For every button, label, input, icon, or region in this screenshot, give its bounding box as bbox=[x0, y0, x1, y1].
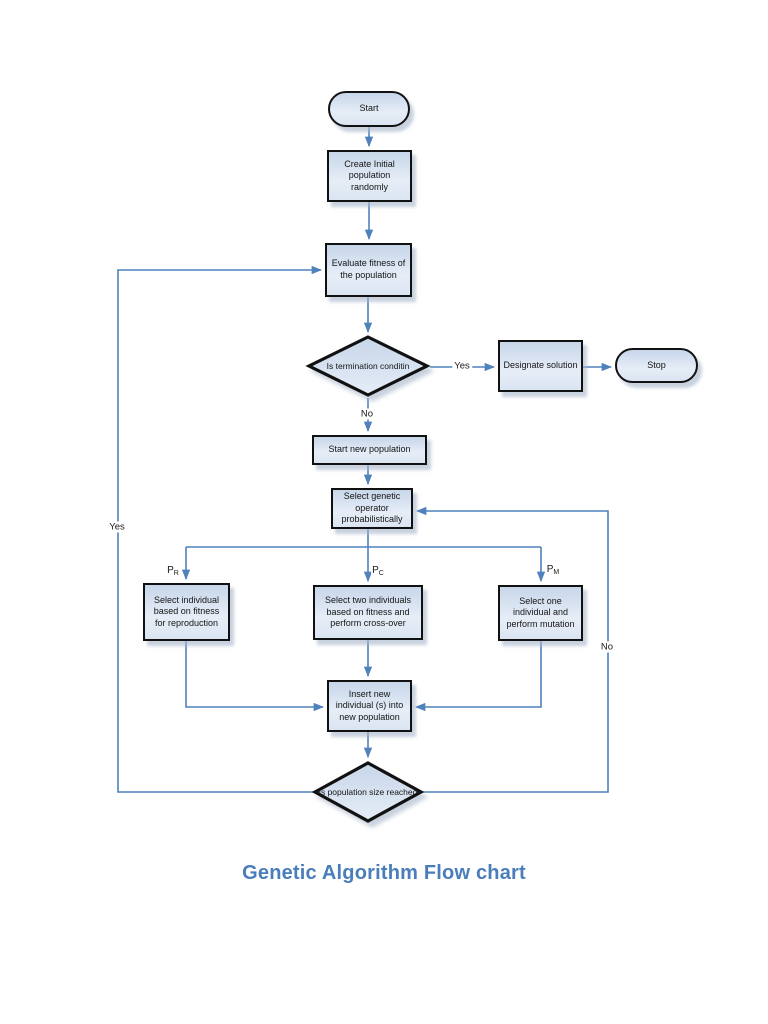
node-designate-solution-label: Designate solution bbox=[503, 360, 578, 371]
node-start-new-population-label: Start new population bbox=[328, 444, 411, 455]
node-select-crossover: Select two individuals based on fitness … bbox=[313, 585, 423, 640]
label-p-crossover-base: P bbox=[372, 565, 379, 576]
node-termination-decision: Is termination conditin bbox=[305, 334, 431, 398]
label-population-no: No bbox=[598, 641, 616, 653]
edge-popsize-no-loop bbox=[415, 506, 609, 793]
label-p-crossover-sub: C bbox=[378, 570, 384, 577]
node-evaluate-fitness: Evaluate fitness of the population bbox=[325, 243, 412, 297]
node-select-genetic-operator: Select genetic operator probabilisticall… bbox=[331, 488, 413, 529]
label-p-mutation: PM bbox=[545, 564, 561, 576]
node-designate-solution: Designate solution bbox=[498, 340, 583, 392]
node-insert-new-individual: Insert new individual (s) into new popul… bbox=[327, 680, 412, 732]
node-evaluate-fitness-label: Evaluate fitness of the population bbox=[331, 258, 406, 280]
node-stop: Stop bbox=[615, 348, 698, 383]
node-population-size-label: Is population size reached bbox=[318, 786, 418, 797]
label-p-reproduction-sub: R bbox=[173, 570, 179, 577]
node-select-reproduction: Select individual based on fitness for r… bbox=[143, 583, 230, 641]
node-stop-label: Stop bbox=[647, 359, 666, 370]
node-select-mutation-label: Select one individual and perform mutati… bbox=[506, 595, 575, 629]
edge-mutation-to-insert bbox=[414, 641, 542, 712]
edge-reproduction-to-insert bbox=[185, 641, 325, 712]
label-p-reproduction-base: P bbox=[167, 565, 174, 576]
node-insert-new-individual-label: Insert new individual (s) into new popul… bbox=[335, 688, 404, 722]
label-p-crossover: PC bbox=[371, 565, 385, 577]
label-population-yes: Yes bbox=[107, 521, 127, 533]
node-start-new-population: Start new population bbox=[312, 435, 427, 465]
node-select-genetic-operator-label: Select genetic operator probabilisticall… bbox=[341, 491, 403, 525]
node-select-crossover-label: Select two individuals based on fitness … bbox=[324, 595, 412, 629]
node-create-initial-label: Create Initial population randomly bbox=[344, 158, 395, 192]
node-termination-label: Is termination conditin bbox=[326, 360, 410, 371]
node-select-mutation: Select one individual and perform mutati… bbox=[498, 585, 583, 641]
node-population-size-decision: Is population size reached bbox=[311, 760, 425, 824]
node-create-initial-population: Create Initial population randomly bbox=[327, 150, 412, 202]
page-title: Genetic Algorithm Flow chart bbox=[242, 862, 526, 884]
label-p-mutation-base: P bbox=[546, 564, 554, 575]
label-p-reproduction: PR bbox=[166, 565, 180, 577]
node-start: Start bbox=[328, 91, 410, 127]
population-size-diamond-shape bbox=[311, 761, 425, 823]
edge-popsize-yes-loop bbox=[117, 265, 323, 793]
label-termination-no: No bbox=[358, 408, 376, 420]
node-select-reproduction-label: Select individual based on fitness for r… bbox=[153, 594, 220, 628]
termination-diamond-shape bbox=[305, 335, 431, 397]
label-p-mutation-sub: M bbox=[553, 569, 560, 576]
node-start-label: Start bbox=[359, 103, 379, 114]
label-termination-yes: Yes bbox=[452, 360, 472, 372]
